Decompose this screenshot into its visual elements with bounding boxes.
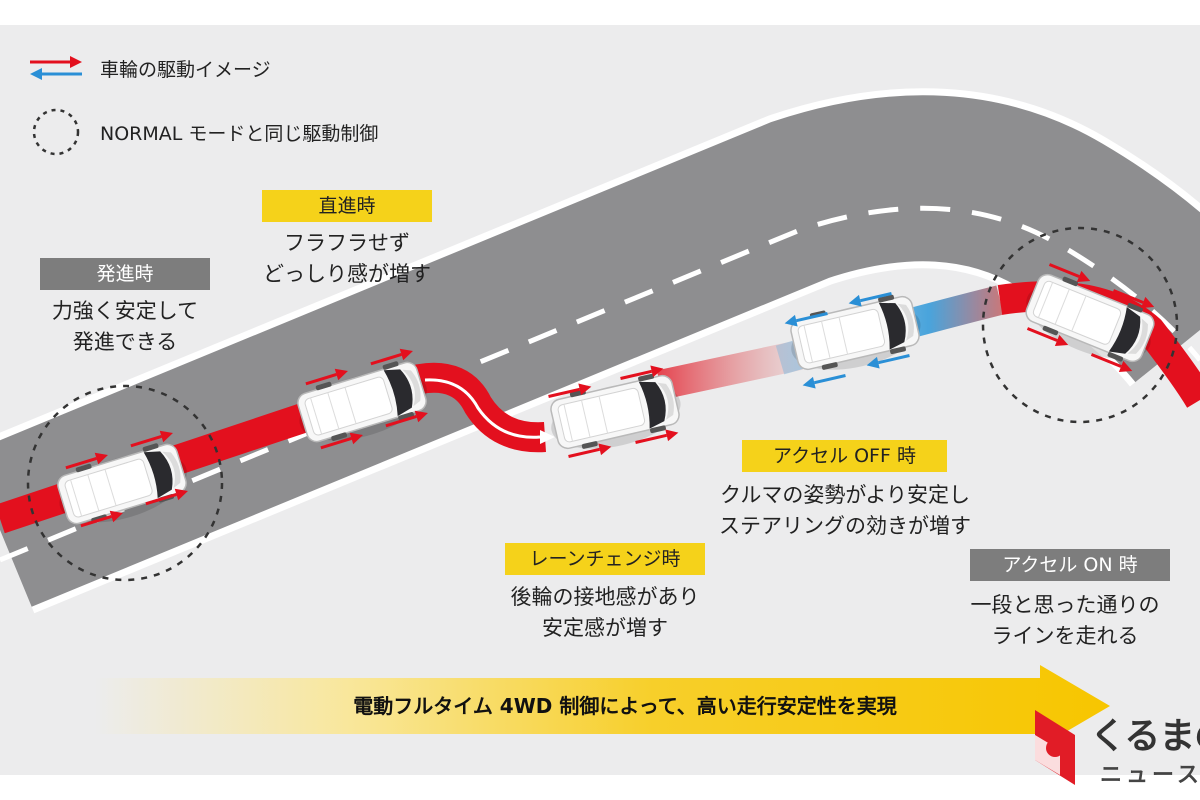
- desc-accel-off-line2: ステアリングの効きが増す: [719, 514, 971, 538]
- logo-main-text: くるまの: [1090, 716, 1200, 757]
- desc-accel-off-line1: クルマの姿勢がより安定し: [720, 483, 970, 507]
- road-lane-divider: [0, 205, 1200, 563]
- legend-drive-spacer: [30, 48, 86, 88]
- desc-accel-on-line2: ラインを走れる: [991, 624, 1139, 648]
- lane-change-arrowhead: [540, 430, 555, 444]
- logo-emblem-icon: [1035, 710, 1075, 785]
- normal-mode-circle-start: [26, 384, 224, 582]
- desc-straight-line2: どっしり感が増す: [263, 262, 431, 286]
- legend-drive-image: 車輪の駆動イメージ: [30, 48, 271, 88]
- legend-normal-mode-label: NORMAL モードと同じ駆動制御: [100, 122, 379, 145]
- trajectory-fade-red: [656, 340, 804, 400]
- site-logo: くるまの ニュース: [1012, 705, 1200, 795]
- legend-drive-arrows-icon: [30, 56, 82, 80]
- desc-accel-off: クルマの姿勢がより安定し ステアリングの効きが増す: [690, 480, 1000, 542]
- desc-start: 力強く安定して 発進できる: [20, 296, 230, 358]
- banner-text: 電動フルタイム 4WD 制御によって、高い走行安定性を実現: [353, 694, 897, 718]
- lane-change-arrow-line: [424, 378, 541, 439]
- legend-normal-mode: NORMAL モードと同じ駆動制御: [30, 112, 378, 152]
- legend-normal-spacer: [30, 112, 86, 152]
- desc-accel-on: 一段と思った通りの ラインを走れる: [940, 590, 1190, 652]
- tag-accel-off: アクセル OFF 時: [742, 440, 947, 472]
- logo-sub-text: ニュース: [1100, 763, 1200, 788]
- desc-lane-change: 後輪の接地感があり 安定感が増す: [470, 582, 740, 644]
- desc-accel-on-line1: 一段と思った通りの: [970, 593, 1160, 617]
- road-asphalt: [0, 95, 1200, 607]
- normal-mode-circle-turn: [981, 226, 1179, 424]
- tag-straight: 直進時: [262, 190, 432, 222]
- desc-straight-line1: フラフラせず: [284, 231, 410, 255]
- tag-accel-on: アクセル ON 時: [970, 549, 1170, 581]
- legend-dashed-circle-icon: [32, 108, 80, 156]
- tag-lane-change: レーンチェンジ時: [505, 543, 705, 575]
- banner-arrow: [95, 665, 1110, 747]
- tag-start: 発進時: [40, 258, 210, 290]
- desc-lane-change-line2: 安定感が増す: [542, 616, 668, 640]
- desc-start-line2: 発進できる: [72, 330, 178, 354]
- legend-drive-image-label: 車輪の駆動イメージ: [100, 58, 271, 81]
- desc-lane-change-line1: 後輪の接地感があり: [510, 585, 700, 609]
- desc-straight: フラフラせず どっしり感が増す: [232, 228, 462, 290]
- desc-start-line1: 力強く安定して: [51, 299, 199, 323]
